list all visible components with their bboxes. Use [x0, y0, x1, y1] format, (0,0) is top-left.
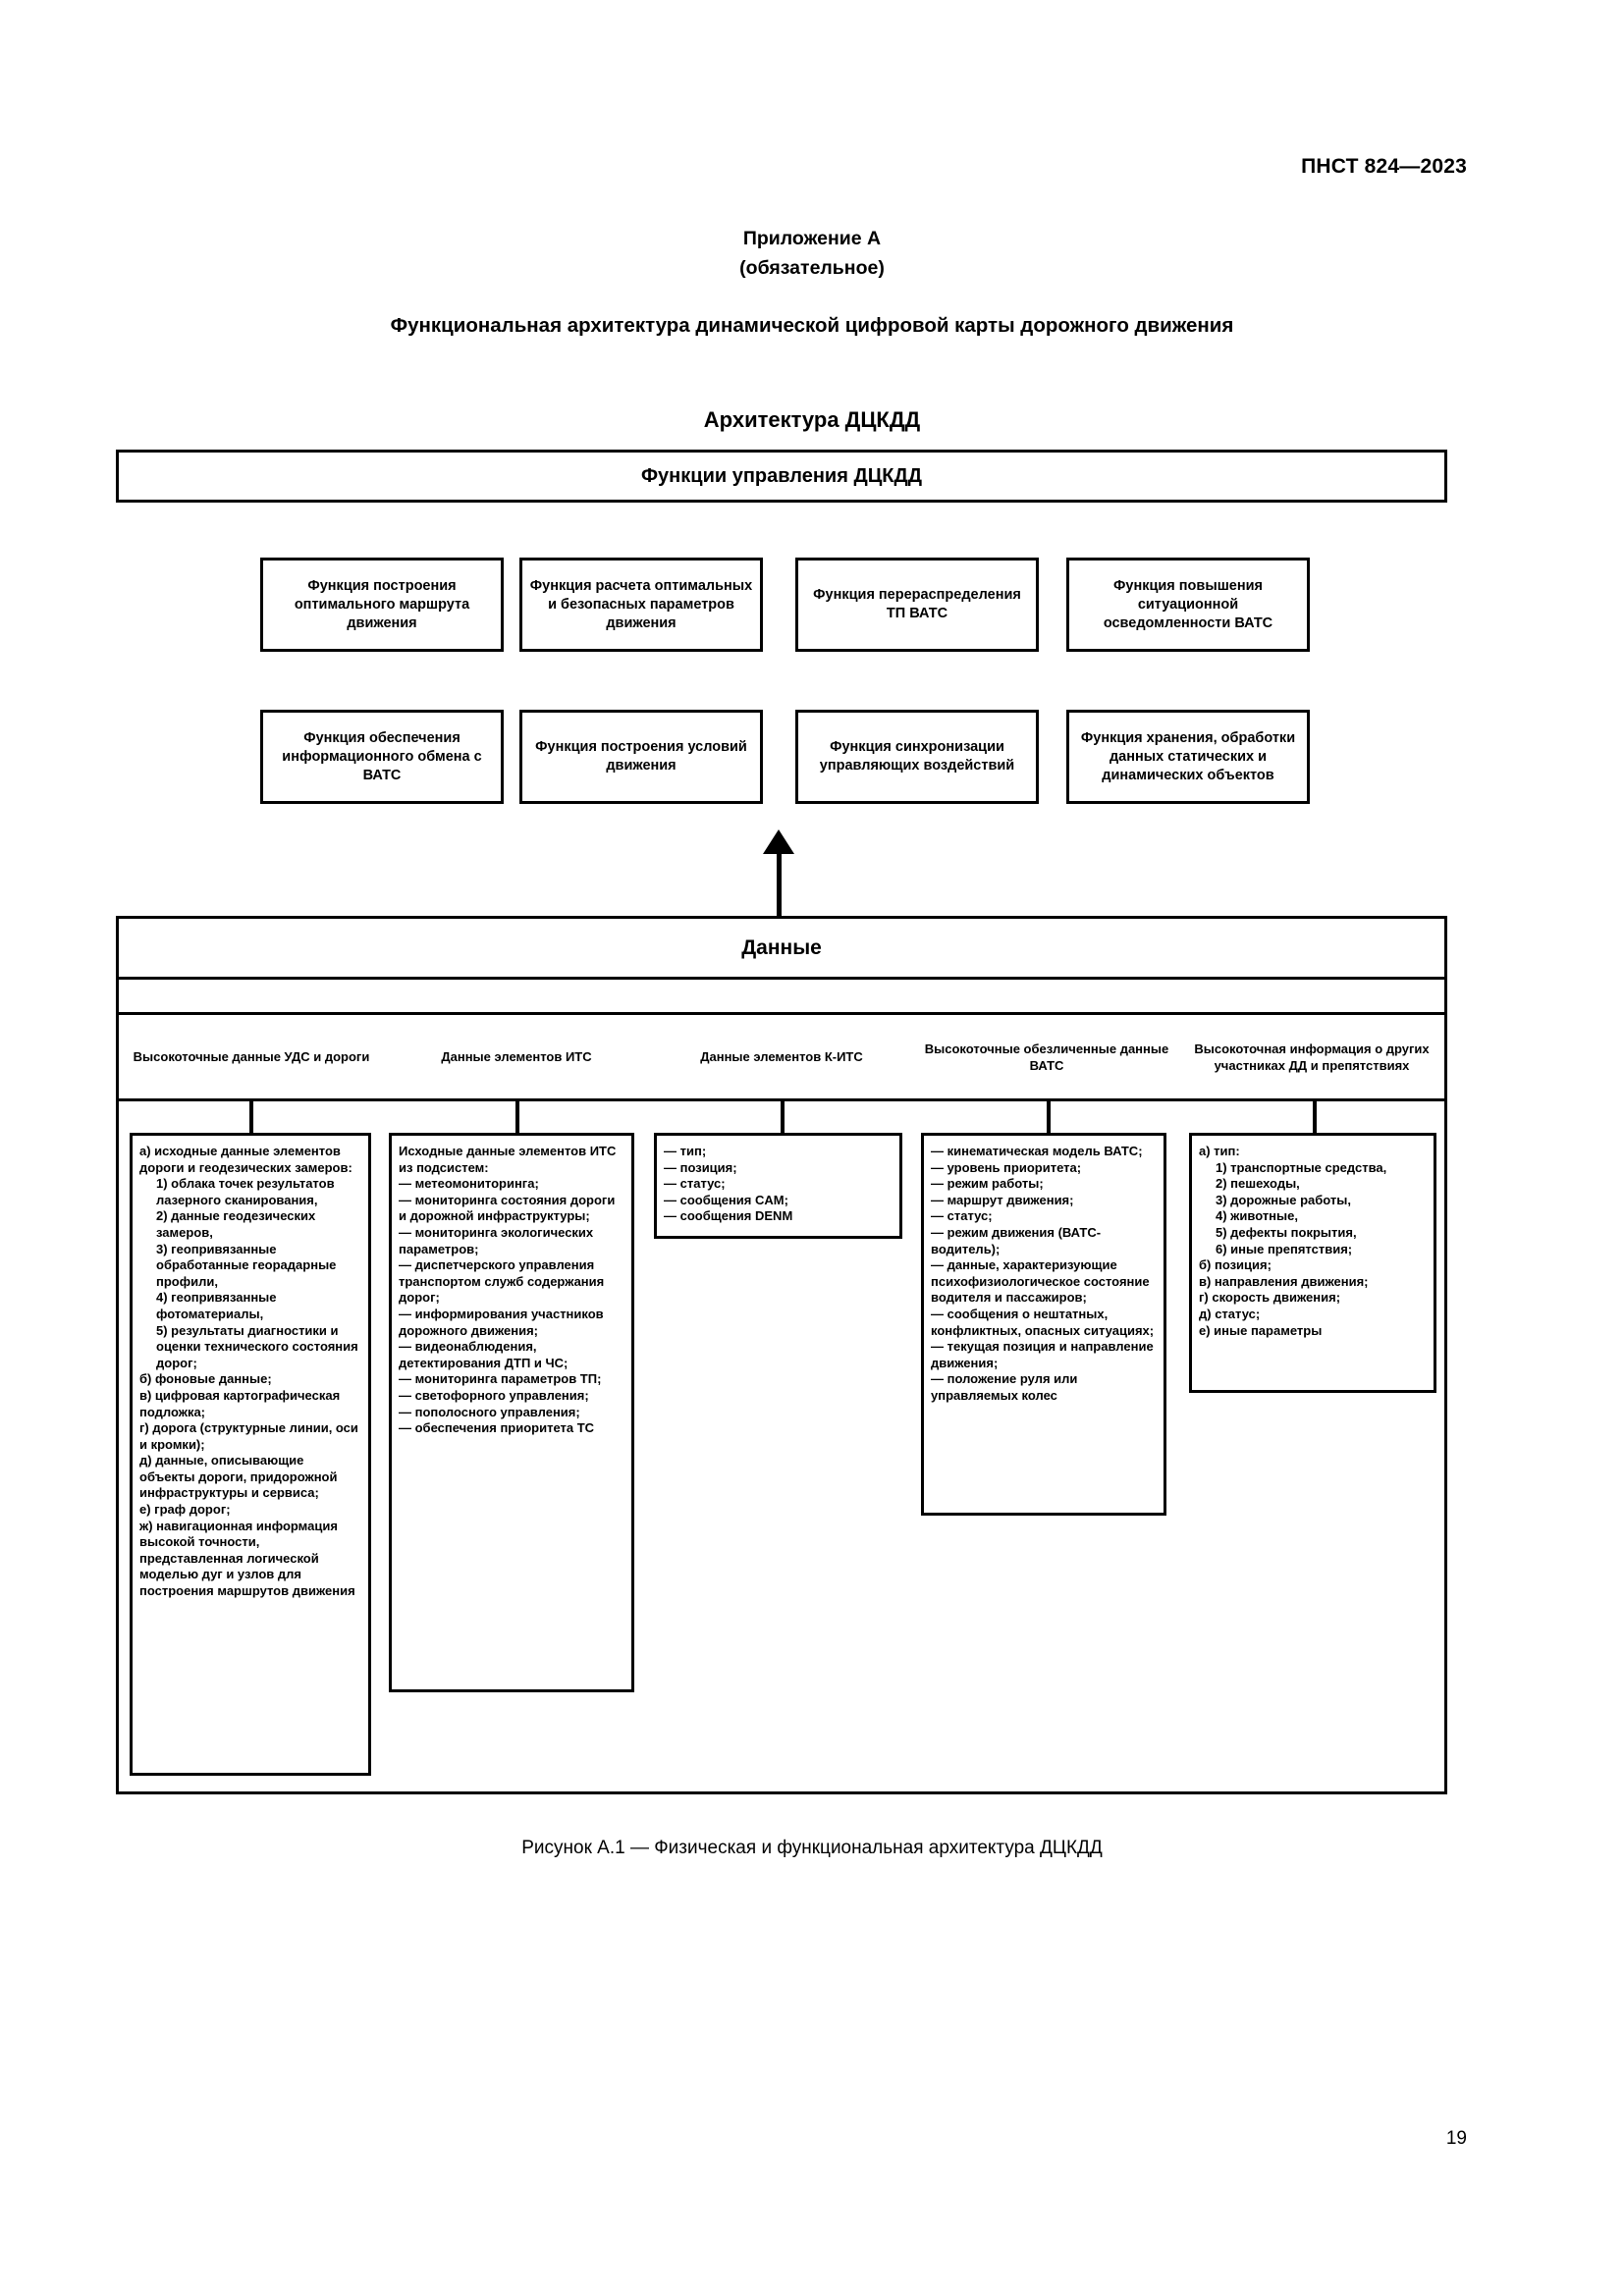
function-box-situational-awareness: Функция повышения ситуационной осведомле… — [1066, 558, 1310, 652]
column-stem-5 — [1313, 1101, 1317, 1133]
data-list-item: 6) иные препятствия; — [1216, 1241, 1353, 1256]
data-column-header-udc-road: Высокоточные данные УДС и дороги — [133, 1049, 370, 1064]
data-list-item: 1) транспортные средства, — [1216, 1159, 1387, 1175]
data-list-item: 3) геопривязанные обработанные георадарн… — [156, 1241, 341, 1289]
data-list-item: 4) животные, — [1216, 1208, 1298, 1224]
figure-caption: Рисунок А.1 — Физическая и функциональна… — [521, 1838, 1103, 1858]
function-box-information-exchange: Функция обеспечения информационного обме… — [260, 710, 504, 804]
data-list-item: — положение руля или управляемых колес — [931, 1371, 1082, 1403]
data-list-item: — позиция; — [664, 1159, 737, 1175]
data-list-item: б) фоновые данные; — [139, 1371, 272, 1387]
annex-heading: Приложение А (обязательное) — [0, 224, 1624, 283]
page-number: 19 — [1445, 2128, 1467, 2149]
column-stem-1 — [249, 1101, 253, 1133]
data-list-item: ж) навигационная информация высокой точн… — [139, 1518, 355, 1599]
data-list-item: — мониторинга экологических параметров; — [399, 1224, 597, 1256]
data-list-item: а) тип: — [1199, 1144, 1240, 1158]
management-functions-bar: Функции управления ДЦКДД — [116, 450, 1447, 503]
data-list-item: 1) облака точек результатов лазерного ск… — [156, 1176, 339, 1207]
data-list-item: — тип; — [664, 1144, 707, 1158]
data-column-header-row: Высокоточные данные УДС и дороги Данные … — [119, 1015, 1444, 1101]
data-column-header-other-participants: Высокоточная информация о других участни… — [1194, 1041, 1430, 1073]
data-list-item: — сообщения CAM; — [664, 1192, 788, 1207]
data-list-item: д) статус; — [1199, 1306, 1261, 1321]
data-list-item: — информирования участников дорожного дв… — [399, 1306, 608, 1338]
data-list-item: — статус; — [664, 1176, 726, 1192]
data-list-item: е) иные параметры — [1199, 1322, 1323, 1338]
data-list-item: — кинематическая модель ВАТС; — [931, 1144, 1143, 1158]
data-list-item: — диспетчерского управления транспортом … — [399, 1257, 608, 1306]
data-list-item: 5) дефекты покрытия, — [1216, 1224, 1357, 1240]
data-list-item: — режим работы; — [931, 1176, 1044, 1192]
data-list-item: — уровень приоритета; — [931, 1159, 1082, 1175]
data-to-functions-arrow-stem — [777, 846, 782, 919]
data-list-item: д) данные, описывающие объекты дороги, п… — [139, 1453, 342, 1501]
data-column-header-vats: Высокоточные обезличенные данные ВАТС — [924, 1041, 1169, 1073]
function-box-traffic-flow-redistribution: Функция перераспределения ТП ВАТС — [795, 558, 1039, 652]
column-stem-3 — [781, 1101, 785, 1133]
data-list-item: — сообщения о нештатных, конфликтных, оп… — [931, 1306, 1155, 1338]
data-list-item: — статус; — [931, 1208, 993, 1224]
data-list-item: а) исходные данные элементов дороги и ге… — [139, 1144, 352, 1175]
data-list-item: — мониторинга состояния дороги и дорожно… — [399, 1192, 619, 1224]
data-list-item: 4) геопривязанные фотоматериалы, — [156, 1290, 281, 1321]
data-list-item: 2) пешеходы, — [1216, 1176, 1300, 1192]
annex-title: Функциональная архитектура динамической … — [390, 314, 1234, 337]
data-list-item: — обеспечения приоритета ТС — [399, 1420, 595, 1436]
data-list-item: 2) данные геодезических замеров, — [156, 1208, 319, 1240]
column-stem-2 — [515, 1101, 519, 1133]
data-column-list-other-participants: а) тип:1) транспортные средства,2) пешех… — [1189, 1133, 1436, 1393]
data-list-item: е) граф дорог; — [139, 1502, 231, 1518]
diagram-title: Архитектура ДЦКДД — [703, 407, 921, 432]
data-list-item: — мониторинга параметров ТП; — [399, 1371, 602, 1387]
data-list-item: г) скорость движения; — [1199, 1290, 1341, 1306]
data-list-item: — сообщения DENM — [664, 1208, 793, 1224]
data-column-list-its: Исходные данные элементов ИТС из подсист… — [389, 1133, 634, 1692]
column-stem-4 — [1047, 1101, 1051, 1133]
data-list-item: г) дорога (структурные линии, оси и кром… — [139, 1420, 362, 1452]
data-column-header-its: Данные элементов ИТС — [441, 1049, 592, 1064]
data-list-item: — метеомониторинга; — [399, 1176, 539, 1192]
annex-mandatory-note: (обязательное) — [739, 257, 885, 279]
data-block: Данные Высокоточные данные УДС и дороги … — [116, 916, 1447, 1794]
data-block-spacer-row — [119, 980, 1444, 1015]
function-box-traffic-conditions: Функция построения условий движения — [519, 710, 763, 804]
function-box-optimal-route: Функция построения оптимального маршрута… — [260, 558, 504, 652]
data-list-item: — текущая позиция и направление движения… — [931, 1339, 1158, 1370]
data-column-header-kits: Данные элементов К-ИТС — [700, 1049, 863, 1064]
data-list-item: — маршрут движения; — [931, 1192, 1074, 1207]
data-list-item: — данные, характеризующие психофизиологи… — [931, 1257, 1154, 1306]
data-column-list-vats: — кинематическая модель ВАТС;— уровень п… — [921, 1133, 1166, 1516]
data-list-item: 3) дорожные работы, — [1216, 1192, 1351, 1207]
data-column-list-udc-road: а) исходные данные элементов дороги и ге… — [130, 1133, 371, 1776]
data-list-item: в) цифровая картографическая подложка; — [139, 1387, 344, 1419]
data-list-item: — светофорного управления; — [399, 1387, 589, 1403]
standard-reference-header: ПНСТ 824—2023 — [1301, 155, 1467, 178]
data-list-item: — пополосного управления; — [399, 1404, 580, 1419]
annex-label: Приложение А — [742, 228, 882, 249]
data-list-item: — режим движения (ВАТС-водитель); — [931, 1224, 1102, 1256]
function-box-control-synchronization: Функция синхронизации управляющих воздей… — [795, 710, 1039, 804]
function-box-optimal-safe-params: Функция расчета оптимальных и безопасных… — [519, 558, 763, 652]
data-block-title: Данные — [119, 919, 1444, 980]
data-list-item: 5) результаты диагностики и оценки техни… — [156, 1322, 362, 1370]
data-to-functions-arrow-head — [763, 829, 794, 854]
data-column-list-kits: — тип;— позиция;— статус;— сообщения CAM… — [654, 1133, 902, 1239]
data-list-item: Исходные данные элементов ИТС из подсист… — [399, 1144, 620, 1175]
data-list-item: б) позиция; — [1199, 1257, 1272, 1273]
function-box-storage-processing: Функция хранения, обработки данных стати… — [1066, 710, 1310, 804]
data-list-item: — видеонаблюдения, детектирования ДТП и … — [399, 1339, 568, 1370]
data-list-item: в) направления движения; — [1199, 1273, 1369, 1289]
